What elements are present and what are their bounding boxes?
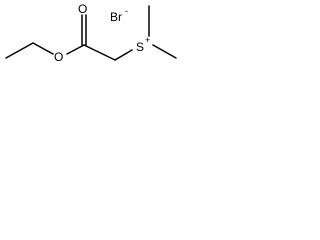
bond-ethyl-ch2-oxygen: [32, 42, 54, 55]
bond-oxygen-carbonyl-carbon: [66, 44, 85, 55]
bond-sulfur-methyl-right: [152, 44, 177, 59]
bond-carbonyl-ch2: [83, 44, 116, 61]
bromide-label: Br: [110, 10, 122, 24]
chemical-structure: O O S + Br -: [5, 2, 177, 64]
bond-ch2-sulfur: [114, 49, 133, 61]
carbonyl-oxygen-label: O: [78, 2, 87, 16]
bromide-charge-label: -: [125, 6, 128, 16]
bond-lines: [5, 5, 177, 61]
sulfur-label: S: [136, 40, 144, 54]
bond-ethyl-ch3-ch2: [5, 42, 34, 59]
ester-oxygen-label: O: [54, 50, 63, 64]
sulfur-charge-label: +: [145, 35, 150, 45]
